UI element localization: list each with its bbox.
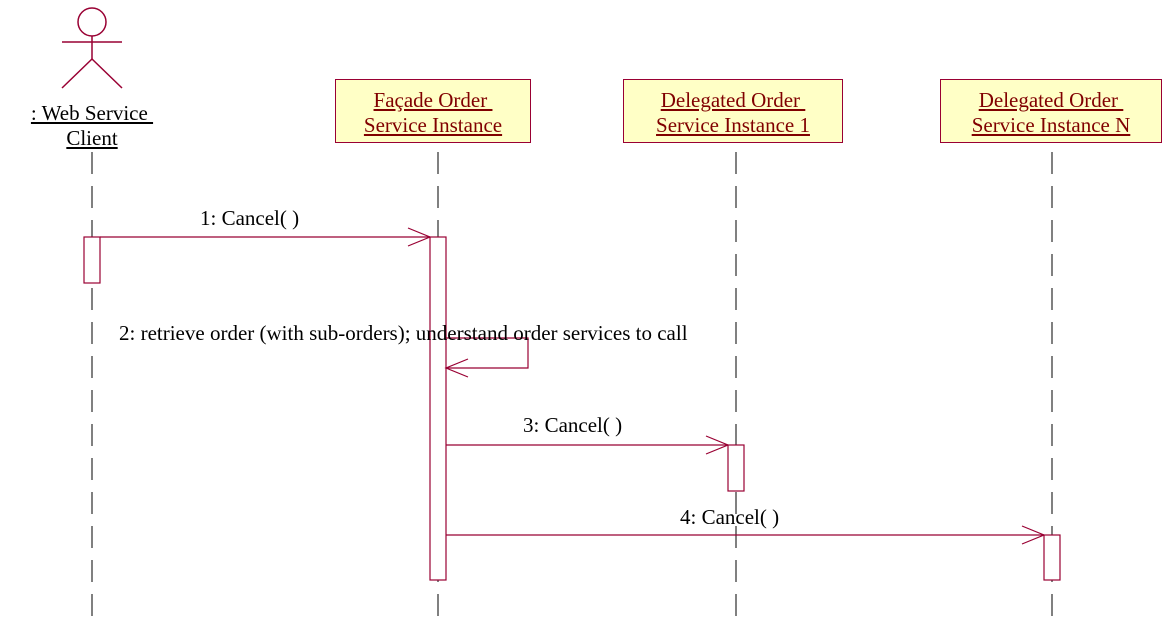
actor-figure xyxy=(61,7,123,89)
activation-delegated-n xyxy=(1043,534,1061,581)
actor-label-line2: Client xyxy=(66,126,118,150)
message-3-arrow xyxy=(446,435,730,455)
lifeline-facade-line1: Façade Order xyxy=(373,88,493,112)
message-2-label: 2: retrieve order (with sub-orders); und… xyxy=(119,321,688,345)
message-4-label: 4: Cancel( ) xyxy=(680,505,780,529)
activation-web-client xyxy=(83,236,101,284)
activation-facade xyxy=(429,236,447,581)
message-3-label: 3: Cancel( ) xyxy=(523,413,623,437)
lifeline-box-delegated-n: Delegated Order Service Instance N xyxy=(940,79,1162,143)
lifeline-delegated-n-line1: Delegated Order xyxy=(978,88,1124,112)
lifeline-facade-line2: Service Instance xyxy=(363,113,503,137)
lifeline-delegated-1-line1: Delegated Order xyxy=(660,88,806,112)
message-2-arrow xyxy=(444,337,529,378)
lifeline-box-delegated-1: Delegated Order Service Instance 1 xyxy=(623,79,843,143)
actor-label: : Web Service Client xyxy=(0,101,184,151)
lifeline-delegated-n-line2: Service Instance N xyxy=(971,113,1131,137)
actor-label-line1: : Web Service xyxy=(30,101,154,125)
message-4-arrow xyxy=(446,525,1046,545)
lifeline-delegated-1-line2: Service Instance 1 xyxy=(656,113,810,137)
lifeline-box-facade: Façade Order Service Instance xyxy=(335,79,531,143)
message-1-arrow xyxy=(100,227,432,247)
activation-delegated-1 xyxy=(727,444,745,492)
message-1-label: 1: Cancel( ) xyxy=(200,206,300,230)
